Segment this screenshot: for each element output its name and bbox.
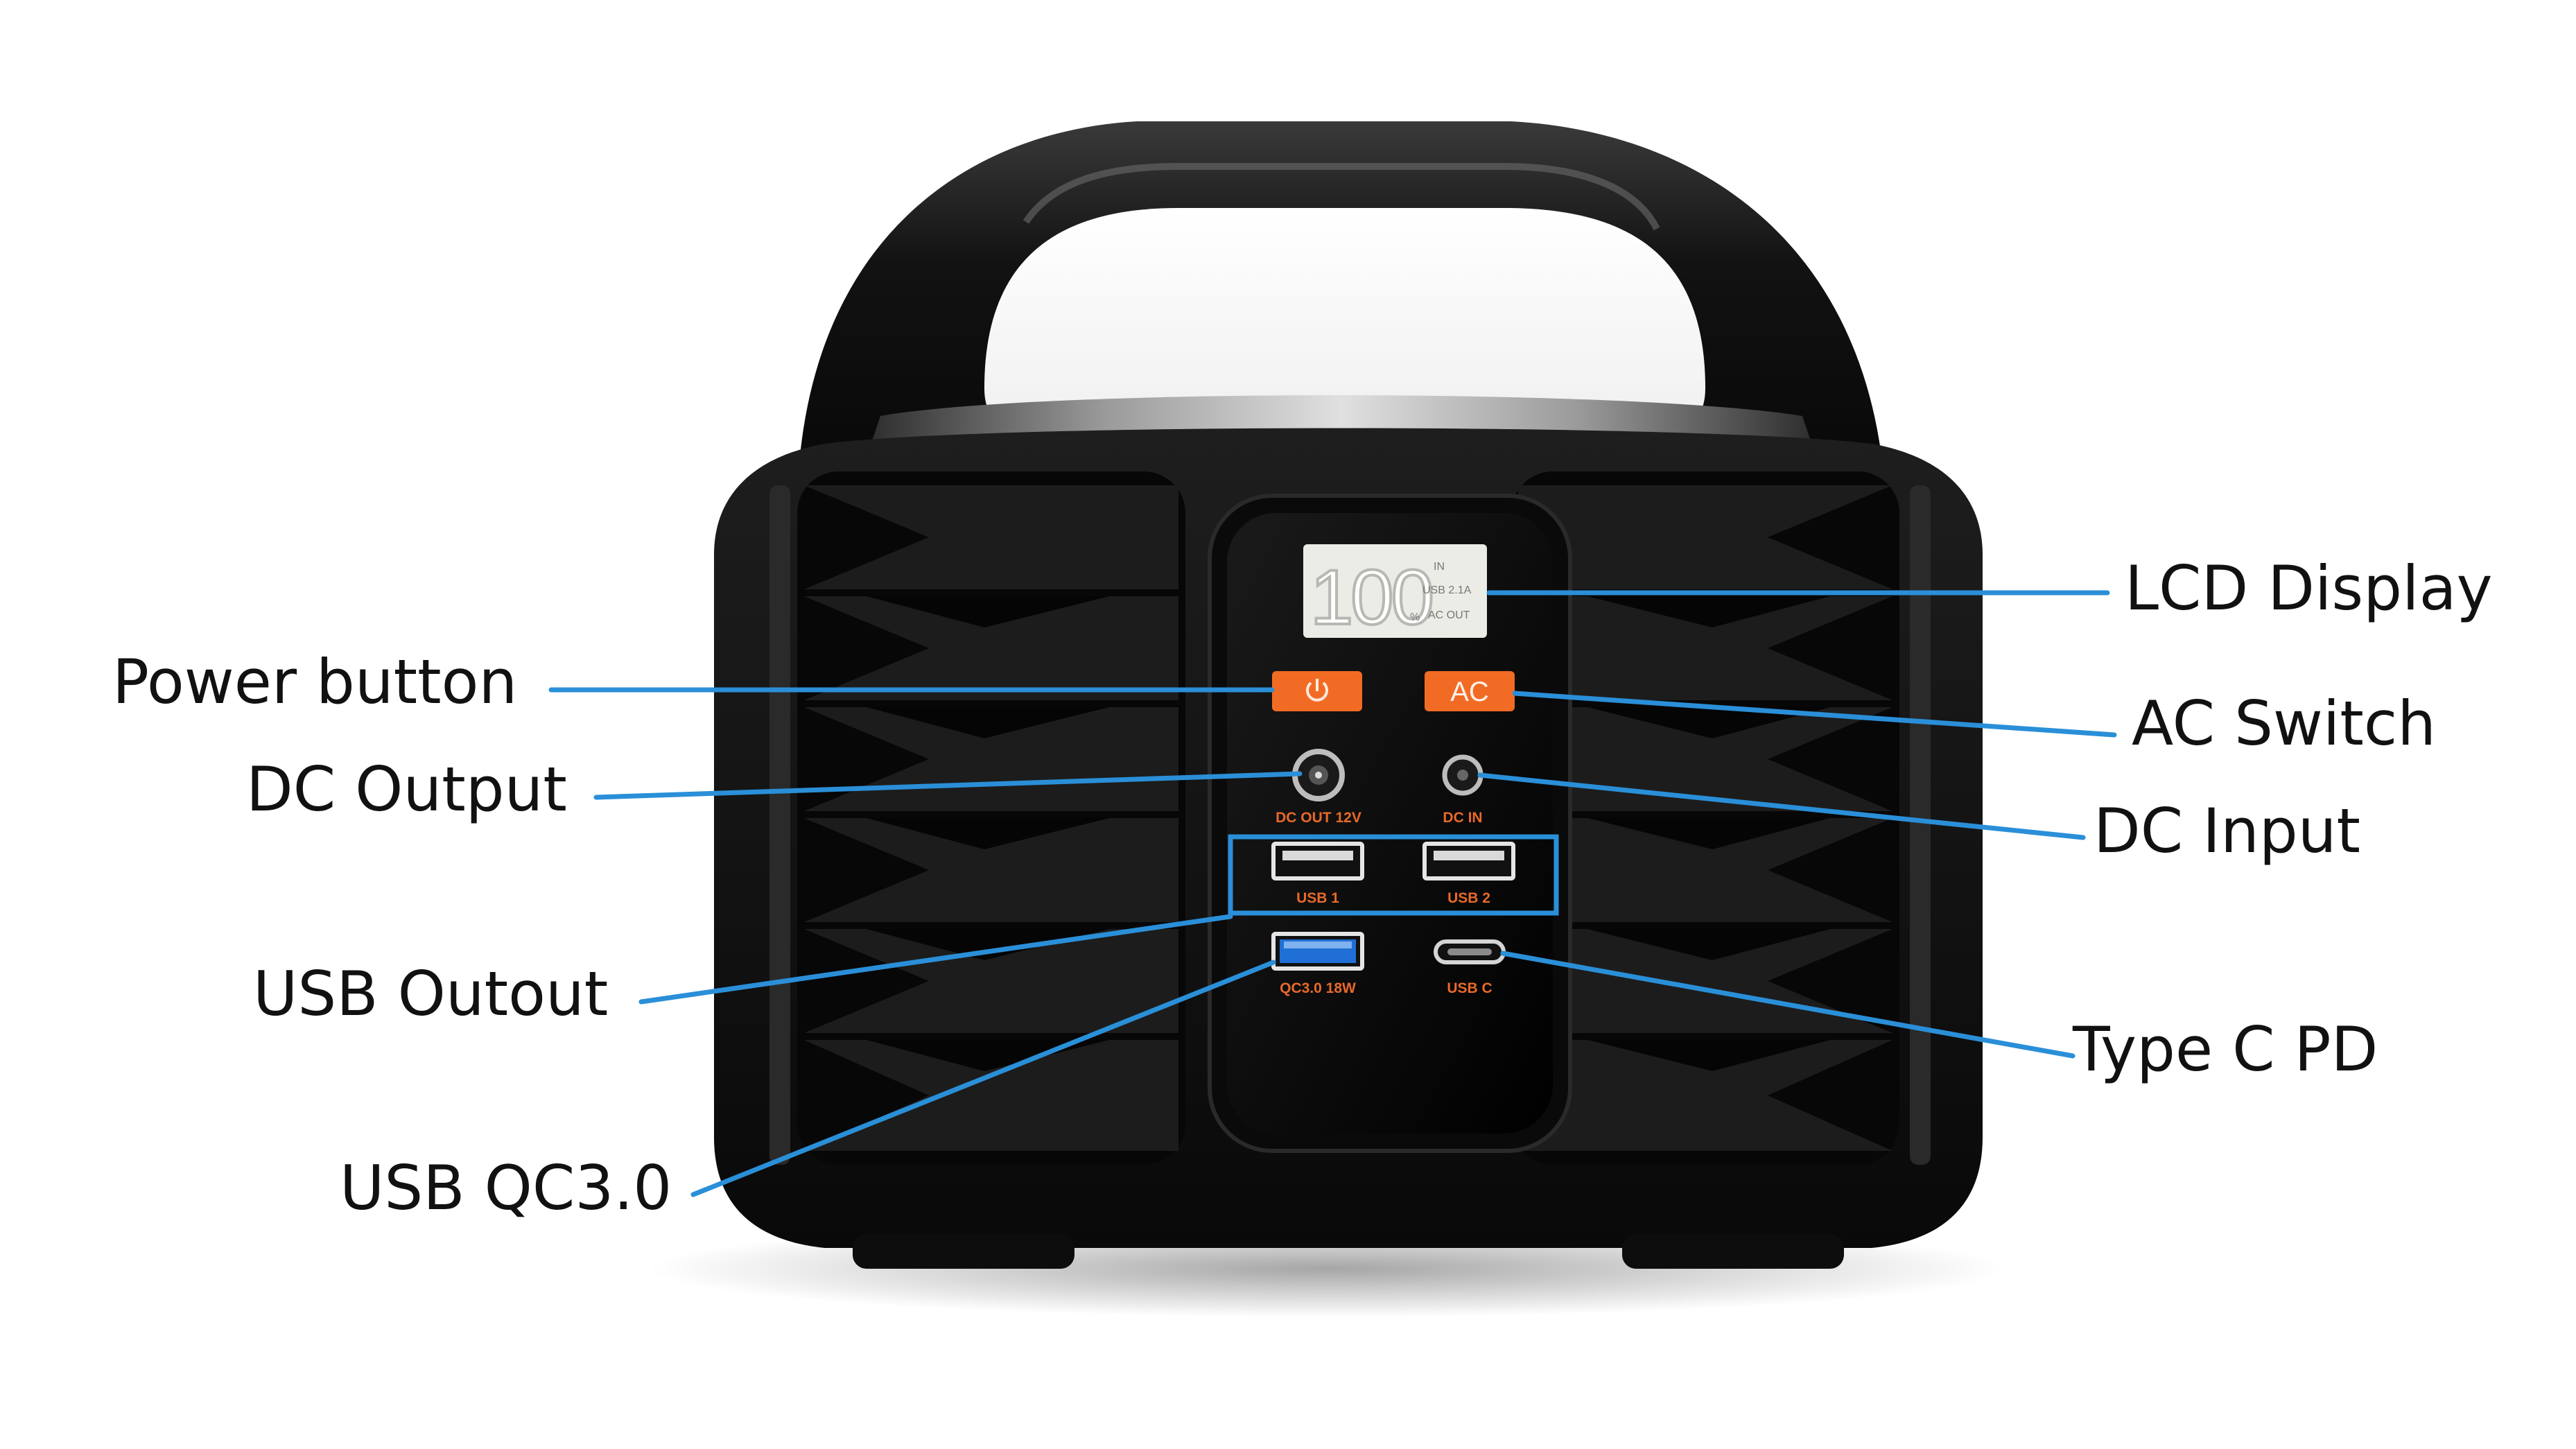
lcd-ac-out-indicator: AC OUT <box>1428 609 1470 621</box>
leader-dc-output <box>593 771 1303 800</box>
control-panel <box>1208 494 1572 1153</box>
usb-output-highlight-box <box>1228 834 1559 916</box>
usb-c-port[interactable] <box>1434 939 1506 964</box>
dc-in-port-label: DC IN <box>1443 810 1482 826</box>
leader-usb-qc30 <box>690 960 1276 1197</box>
base-feet <box>853 1234 1844 1269</box>
left-vent-bank <box>797 471 1185 1165</box>
dc-out-port-label: DC OUT 12V <box>1276 810 1361 826</box>
usb-2-port[interactable] <box>1422 842 1515 880</box>
dc-output-port[interactable] <box>1292 749 1345 801</box>
usb-2-label: USB 2 <box>1447 890 1490 906</box>
lcd-digits: 100 <box>1310 554 1431 641</box>
leader-dc-input <box>1477 772 2086 840</box>
label-lcd-display: LCD Display <box>2125 553 2493 624</box>
lcd-screen <box>1303 544 1487 638</box>
label-ac-switch: AC Switch <box>2132 688 2437 759</box>
lcd-percent: % <box>1410 611 1420 623</box>
right-vent-bank <box>1511 471 1899 1165</box>
label-dc-input: DC Input <box>2094 795 2361 867</box>
lcd-in-indicator: IN <box>1434 561 1445 573</box>
label-dc-output: DC Output <box>246 754 567 825</box>
lcd-display: 100 % IN USB 2.1A AC OUT <box>1303 544 1487 642</box>
leader-type-c-pd <box>1500 951 2075 1059</box>
power-icon <box>1306 679 1328 702</box>
label-usb-output: USB Outout <box>253 958 609 1030</box>
leader-usb-output <box>638 914 1233 1005</box>
ac-switch-button[interactable]: AC <box>1425 671 1515 711</box>
ac-button-label: AC <box>1450 677 1489 707</box>
label-usb-qc30: USB QC3.0 <box>340 1152 672 1224</box>
power-button[interactable] <box>1272 671 1362 711</box>
label-type-c-pd: Type C PD <box>2073 1014 2378 1085</box>
qc30-port[interactable] <box>1271 932 1364 971</box>
qc30-label: QC3.0 18W <box>1280 980 1356 996</box>
usb-1-port[interactable] <box>1271 842 1364 880</box>
leader-lines <box>548 590 2117 1197</box>
dc-input-port[interactable] <box>1442 754 1483 796</box>
lcd-usb-indicator: USB 2.1A <box>1422 584 1472 596</box>
leader-ac-switch <box>1512 691 2117 738</box>
usb-1-label: USB 1 <box>1296 890 1339 906</box>
label-power-button: Power button <box>112 646 518 718</box>
usb-c-label: USB C <box>1447 980 1492 996</box>
